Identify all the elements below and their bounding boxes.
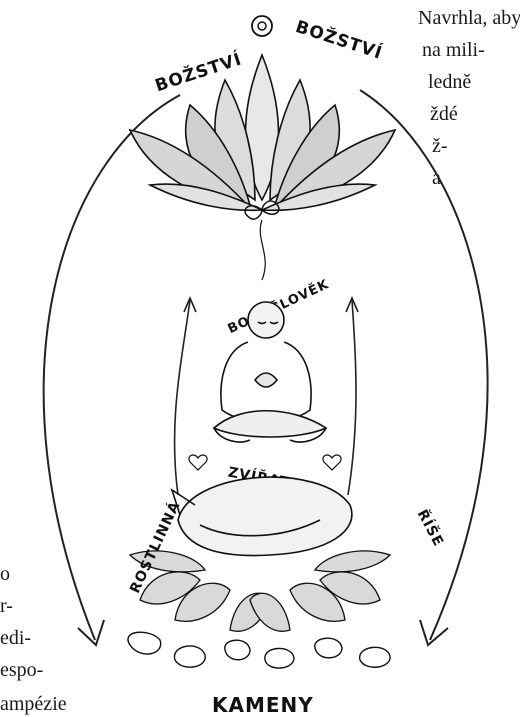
stones: [128, 632, 390, 668]
label-kameny: KAMENY: [212, 693, 314, 717]
plant-leaves: [130, 551, 390, 631]
inner-right-up-arrow: [348, 300, 356, 495]
sleeping-fox: [172, 477, 352, 555]
label-rise: ŘÍŠE: [414, 506, 449, 549]
spiral-symbol: [252, 16, 272, 36]
inner-left-up-arrow: [175, 300, 190, 495]
label-bozstvi-right: BOŽSTVÍ: [293, 15, 385, 64]
heart-icon: [323, 455, 341, 470]
heart-icon: [189, 455, 207, 470]
